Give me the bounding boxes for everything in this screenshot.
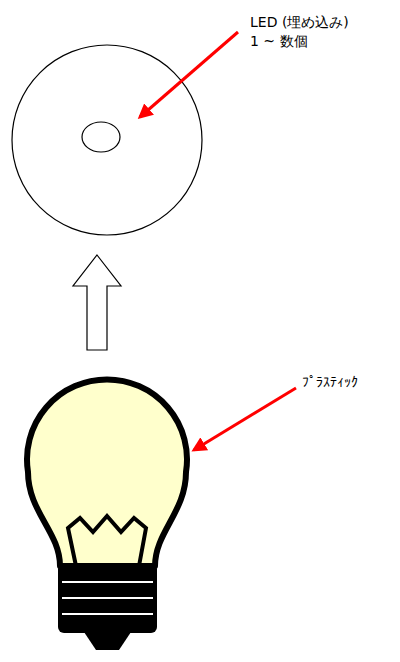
part-label: LED (埋め込み): [250, 14, 349, 31]
disc-outline: [12, 45, 202, 235]
material-label: ﾌﾟﾗｽﾃｨｯｸ: [302, 374, 358, 391]
leader-arrow: [194, 388, 296, 450]
leader-arrow: [140, 32, 238, 117]
part-label: 1 ~ 数個: [250, 33, 308, 50]
led-symbol: [82, 122, 120, 152]
light-bulb: [27, 379, 187, 650]
transform-arrow: [73, 255, 121, 350]
